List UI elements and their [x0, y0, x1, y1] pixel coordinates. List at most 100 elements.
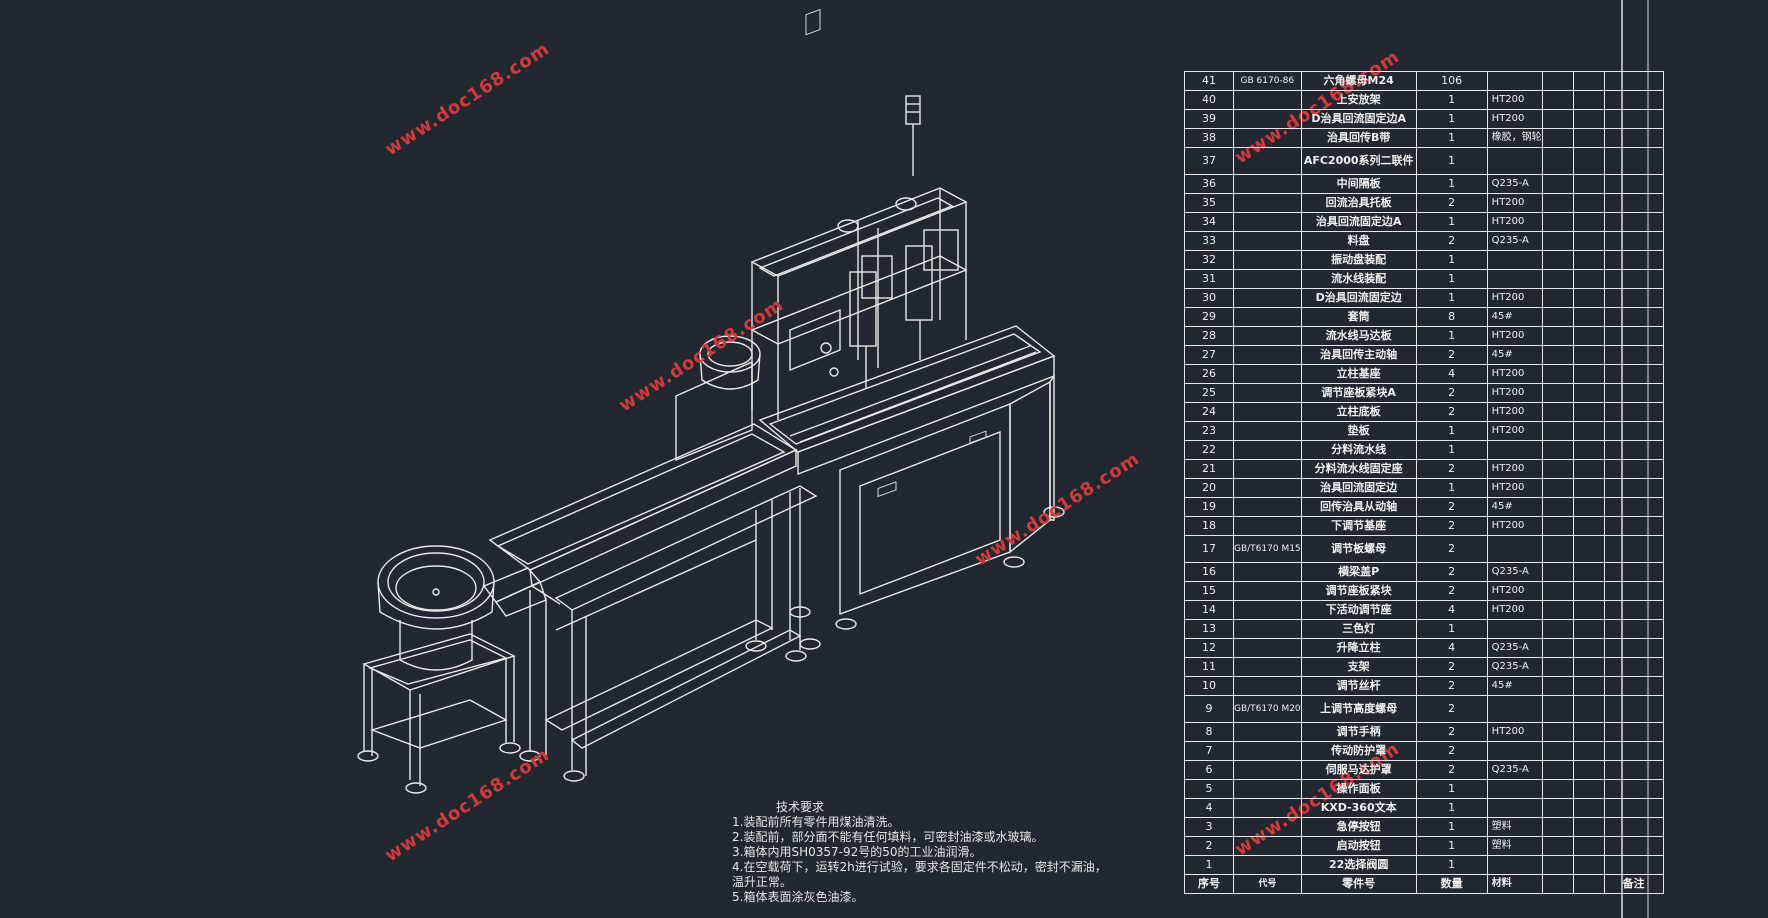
- bom-cell-code: [1233, 817, 1302, 837]
- bom-cell-name: 垫板: [1300, 421, 1417, 441]
- bom-header-note: 备注: [1603, 874, 1664, 894]
- bom-cell-empty: [1603, 855, 1664, 875]
- bom-cell-empty: [1541, 600, 1574, 620]
- bom-cell-empty: [1603, 497, 1664, 517]
- bom-cell-empty: [1541, 535, 1574, 563]
- bom-cell-name: 下活动调节座: [1300, 600, 1417, 620]
- bom-cell-name: 传动防护罩: [1300, 741, 1417, 761]
- bom-cell-qty: 1: [1415, 855, 1488, 875]
- bom-cell-name: 调节板螺母: [1300, 535, 1417, 563]
- bom-cell-mat: [1486, 741, 1543, 761]
- bom-cell-empty: [1541, 250, 1574, 270]
- bom-cell-empty: [1603, 760, 1664, 780]
- bom-cell-empty: [1572, 288, 1605, 308]
- bom-cell-name: 流水线装配: [1300, 269, 1417, 289]
- bom-cell-no: 14: [1184, 600, 1234, 620]
- bom-cell-empty: [1572, 874, 1605, 894]
- bom-header-qty: 数量: [1415, 874, 1488, 894]
- bom-cell-name: 回传治具从动轴: [1300, 497, 1417, 517]
- bom-cell-code: [1233, 459, 1302, 479]
- bom-cell-empty: [1603, 836, 1664, 856]
- tech-requirement-line: 5.箱体表面涂灰色油漆。: [732, 890, 864, 904]
- bom-cell-qty: 1: [1415, 817, 1488, 837]
- bom-cell-qty: 2: [1415, 497, 1488, 517]
- bom-cell-code: [1233, 798, 1302, 818]
- bom-cell-qty: 1: [1415, 90, 1488, 110]
- bom-cell-no: 11: [1184, 657, 1234, 677]
- bom-cell-qty: 1: [1415, 269, 1488, 289]
- bom-cell-mat: HT200: [1486, 516, 1543, 536]
- watermark-text: www.doc168.com: [971, 448, 1143, 570]
- bom-header-mat: 材料: [1486, 874, 1543, 894]
- bom-cell-no: 36: [1184, 174, 1234, 194]
- bom-cell-mat: HT200: [1486, 722, 1543, 742]
- bom-cell-code: [1233, 516, 1302, 536]
- bom-cell-empty: [1603, 581, 1664, 601]
- bom-cell-empty: [1572, 779, 1605, 799]
- bom-cell-no: 20: [1184, 478, 1234, 498]
- bom-cell-empty: [1572, 364, 1605, 384]
- bom-cell-empty: [1541, 269, 1574, 289]
- bom-cell-empty: [1603, 562, 1664, 582]
- bom-cell-empty: [1541, 478, 1574, 498]
- bom-cell-code: [1233, 836, 1302, 856]
- bom-cell-code: [1233, 440, 1302, 460]
- bom-cell-no: 12: [1184, 638, 1234, 658]
- bom-cell-code: [1233, 855, 1302, 875]
- bom-cell-empty: [1572, 798, 1605, 818]
- bom-cell-mat: 橡胶，钢轮: [1486, 128, 1543, 148]
- bom-cell-empty: [1603, 269, 1664, 289]
- bom-cell-qty: 1: [1415, 109, 1488, 129]
- bom-cell-empty: [1603, 440, 1664, 460]
- bom-cell-mat: Q235-A: [1486, 638, 1543, 658]
- bom-cell-code: [1233, 741, 1302, 761]
- bom-cell-no: 37: [1184, 147, 1234, 175]
- bom-cell-qty: 8: [1415, 307, 1488, 327]
- bom-cell-code: [1233, 619, 1302, 639]
- bom-cell-empty: [1541, 798, 1574, 818]
- bom-cell-empty: [1603, 193, 1664, 213]
- bom-cell-mat: HT200: [1486, 90, 1543, 110]
- bom-cell-empty: [1541, 71, 1574, 91]
- bom-cell-no: 25: [1184, 383, 1234, 403]
- bom-cell-name: 中间隔板: [1300, 174, 1417, 194]
- bom-cell-empty: [1603, 71, 1664, 91]
- bom-cell-no: 10: [1184, 676, 1234, 696]
- bom-cell-empty: [1603, 619, 1664, 639]
- bom-cell-code: [1233, 402, 1302, 422]
- bom-cell-empty: [1572, 383, 1605, 403]
- bom-cell-empty: [1572, 817, 1605, 837]
- bom-cell-mat: Q235-A: [1486, 174, 1543, 194]
- bom-cell-mat: Q235-A: [1486, 760, 1543, 780]
- bom-cell-mat: [1486, 798, 1543, 818]
- bom-cell-name: 三色灯: [1300, 619, 1417, 639]
- bom-cell-name: 升降立柱: [1300, 638, 1417, 658]
- bom-cell-no: 24: [1184, 402, 1234, 422]
- bom-cell-empty: [1541, 307, 1574, 327]
- bom-cell-name: 立柱基座: [1300, 364, 1417, 384]
- bom-cell-qty: 4: [1415, 638, 1488, 658]
- bom-cell-code: [1233, 212, 1302, 232]
- bom-cell-code: GB/T6170 M15: [1233, 535, 1302, 563]
- bom-cell-qty: 2: [1415, 741, 1488, 761]
- bom-cell-qty: 1: [1415, 212, 1488, 232]
- bom-cell-no: 26: [1184, 364, 1234, 384]
- bom-cell-empty: [1603, 516, 1664, 536]
- bom-cell-empty: [1603, 600, 1664, 620]
- bom-cell-qty: 2: [1415, 402, 1488, 422]
- bom-cell-empty: [1541, 695, 1574, 723]
